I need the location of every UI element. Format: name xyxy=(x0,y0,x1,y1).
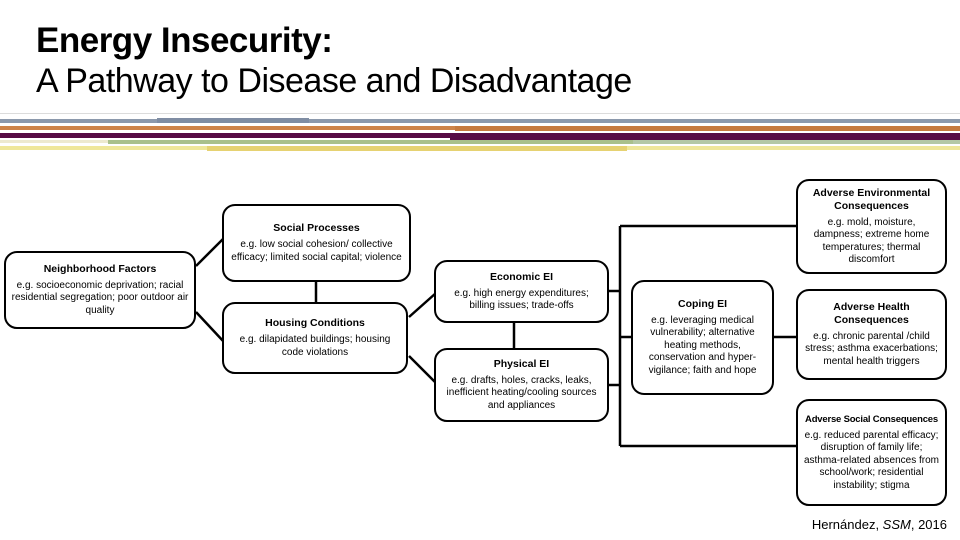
box-body: e.g. chronic parental /child stress; ast… xyxy=(805,330,938,367)
citation: Hernández, SSM, 2016 xyxy=(812,517,947,532)
box-title: Economic EI xyxy=(489,270,553,283)
decorative-stripe-purple-segment xyxy=(450,133,960,140)
slide-title-line2: A Pathway to Disease and Disadvantage xyxy=(36,62,632,100)
box-neighborhood-factors: Neighborhood Factors e.g. socioeconomic … xyxy=(4,251,196,329)
box-coping-ei: Coping EI e.g. leveraging medical vulner… xyxy=(631,280,774,395)
citation-journal: SSM xyxy=(882,517,911,532)
connector-housing-to-physical xyxy=(408,355,437,384)
box-title: Social Processes xyxy=(273,222,360,234)
citation-author: Hernández, xyxy=(811,517,883,532)
box-adverse-health-consequences: Adverse Health Consequences e.g. chronic… xyxy=(796,289,947,380)
decorative-stripe-green-segment xyxy=(633,140,960,144)
box-body: e.g. drafts, holes, cracks, leaks, ineff… xyxy=(446,374,597,411)
slide-title: Energy Insecurity: A Pathway to Disease … xyxy=(36,20,632,102)
decorative-stripe-yellow-segment xyxy=(207,146,627,151)
box-title: Adverse Social Consequences xyxy=(805,413,938,425)
connector-housing-to-economic xyxy=(408,292,437,318)
box-body: e.g. mold, moisture, dampness; extreme h… xyxy=(813,216,930,266)
box-adverse-social-consequences: Adverse Social Consequences e.g. reduced… xyxy=(796,399,947,506)
box-body: e.g. reduced parental efficacy; disrupti… xyxy=(803,429,940,491)
slide-title-line1: Energy Insecurity: xyxy=(36,21,333,60)
decorative-stripe-slate xyxy=(0,119,960,123)
box-title: Coping EI xyxy=(678,297,727,310)
box-housing-conditions: Housing Conditions e.g. dilapidated buil… xyxy=(222,302,408,374)
box-title: Physical EI xyxy=(493,357,550,370)
box-social-processes: Social Processes e.g. low social cohesio… xyxy=(222,204,411,282)
decorative-stripe-slate-segment xyxy=(157,118,309,123)
decorative-stripe-green xyxy=(108,140,960,144)
box-title: Adverse Health Consequences xyxy=(833,300,910,326)
connector-neighborhood-to-social xyxy=(195,237,225,267)
box-economic-ei: Economic EI e.g. high energy expenditure… xyxy=(434,260,609,323)
box-body: e.g. socioeconomic deprivation; racial r… xyxy=(11,279,189,316)
decorative-stripe-cream xyxy=(0,140,108,143)
citation-year: , 2016 xyxy=(910,517,947,532)
box-title: Neighborhood Factors xyxy=(43,262,157,275)
box-body: e.g. leveraging medical vulnerability; a… xyxy=(648,314,757,376)
box-title: Adverse Environmental Consequences xyxy=(812,186,931,212)
box-body: e.g. low social cohesion/ collective eff… xyxy=(231,239,402,263)
box-body: e.g. dilapidated buildings; housing code… xyxy=(239,334,391,358)
decorative-stripe-hairline xyxy=(0,113,960,114)
box-body: e.g. high energy expenditures; billing i… xyxy=(454,287,589,312)
box-adverse-environmental-consequences: Adverse Environmental Consequences e.g. … xyxy=(796,179,947,274)
box-title: Housing Conditions xyxy=(265,317,365,329)
decorative-stripe-orange-segment xyxy=(455,126,960,131)
box-physical-ei: Physical EI e.g. drafts, holes, cracks, … xyxy=(434,348,609,422)
connector-neighborhood-to-housing xyxy=(195,311,225,343)
